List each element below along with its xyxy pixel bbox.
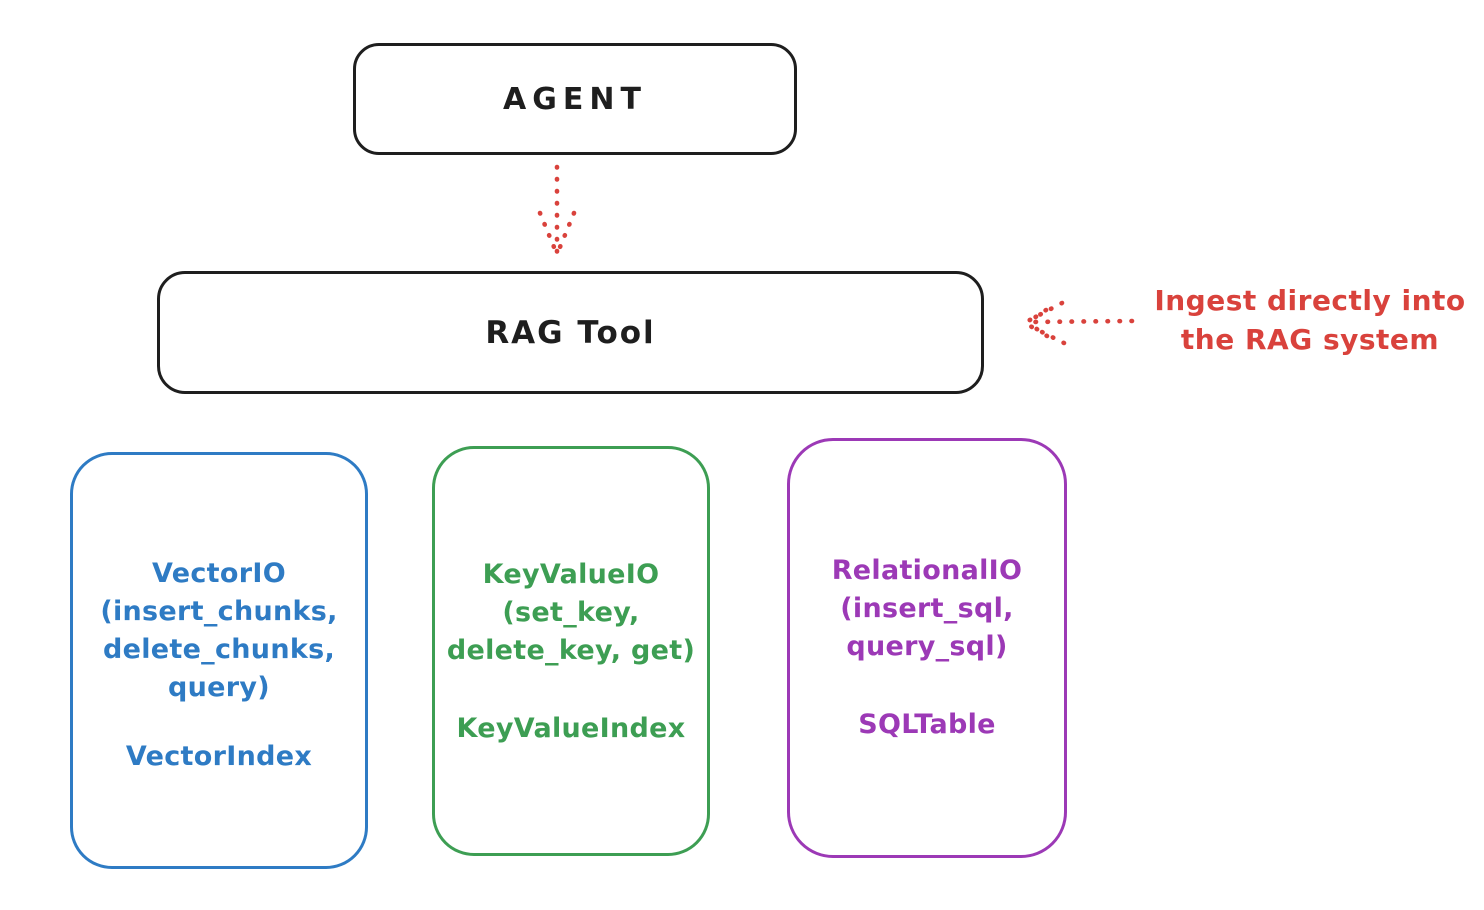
backend-text-line: delete_chunks,: [102, 634, 336, 665]
backend-node-relational-io: RelationalIO (insert_sql, query_sql) SQL…: [787, 438, 1067, 858]
backend-index-label: SQLTable: [858, 709, 996, 740]
backend-text-line: VectorIO: [152, 558, 286, 589]
backend-node-vector-io: VectorIO (insert_chunks, delete_chunks, …: [70, 452, 368, 869]
backend-text-line: (insert_chunks,: [100, 596, 338, 627]
arrow-annotation-to-rag-icon: [1023, 300, 1135, 346]
arrow-agent-to-rag-icon: [537, 164, 577, 261]
backend-text-line: KeyValueIO: [482, 559, 660, 590]
backend-text-line: query_sql): [846, 631, 1008, 662]
backend-text-line: (insert_sql,: [840, 593, 1014, 624]
annotation-text: Ingest directly into the RAG system: [1138, 281, 1482, 359]
rag-tool-label: RAG Tool: [485, 314, 656, 351]
backend-text-keyvalue-io: KeyValueIO (set_key, delete_key, get) Ke…: [435, 556, 707, 748]
backend-text-vector-io: VectorIO (insert_chunks, delete_chunks, …: [73, 555, 365, 776]
agent-node: AGENT: [353, 43, 797, 155]
backend-text-relational-io: RelationalIO (insert_sql, query_sql) SQL…: [790, 552, 1064, 744]
backend-index-label: KeyValueIndex: [456, 713, 686, 744]
backend-node-keyvalue-io: KeyValueIO (set_key, delete_key, get) Ke…: [432, 446, 710, 856]
backend-text-line: query): [168, 672, 270, 703]
backend-index-label: VectorIndex: [125, 741, 313, 772]
backend-text-line: delete_key, get): [446, 635, 696, 666]
backend-text-line: (set_key,: [502, 597, 640, 628]
backend-text-line: RelationalIO: [831, 555, 1023, 586]
agent-label: AGENT: [503, 81, 647, 117]
annotation-line-2: the RAG system: [1180, 323, 1440, 356]
rag-tool-node: RAG Tool: [157, 271, 984, 394]
annotation-line-1: Ingest directly into: [1154, 284, 1466, 317]
